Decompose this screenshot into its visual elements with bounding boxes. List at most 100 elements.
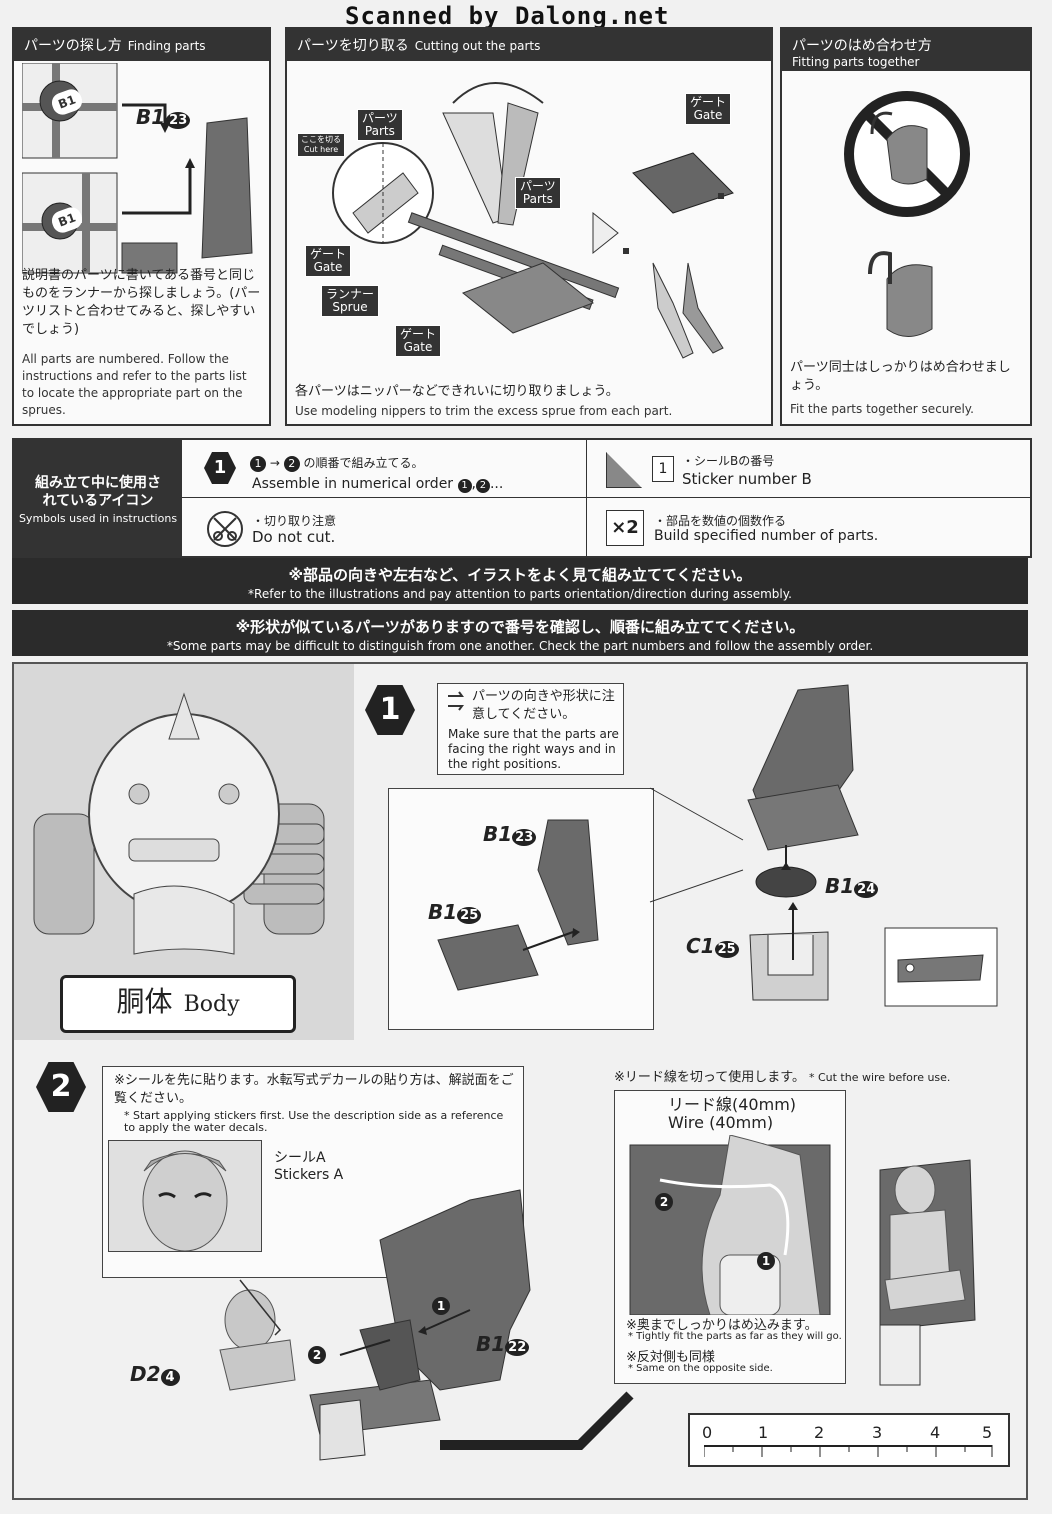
order-hex-icon: 1 [204,452,236,484]
wire-opp-note-en: * Same on the opposite side. [628,1363,773,1374]
finding-desc-en: All parts are numbered. Follow the instr… [22,352,247,417]
seated-figure-drawing [879,1159,976,1386]
step-2-note-jp: ※シールを先に貼ります。水転写式デカールの貼り方は、解説面をご覧ください。 [114,1073,514,1106]
face-sticker-box [108,1140,262,1252]
wire-order-2: 2 [655,1193,673,1211]
fitting-parts-title-en: Fitting parts together [792,55,920,69]
sticker-desc-jp: ・シールBの番号 [682,454,775,468]
sticker-number-box: 1 [652,456,674,482]
fitting-desc-jp: パーツ同士はしっかりはめ合わせましょう。 [790,360,1011,393]
step-1-note-box: パーツの向きや形状に注意してください。 Make sure that the p… [437,683,624,775]
notice-similar-parts-jp: ※形状が似ているパーツがありますので番号を確認し、順番に組み立ててください。 [235,618,805,636]
nocut-desc-en: Do not cut. [252,528,336,546]
icon-legend-divider-v [586,440,587,556]
fitting-illustration [844,91,970,337]
fitting-desc-en: Fit the parts together securely. [790,402,974,416]
multiply-desc-jp: ・部品を数値の個数作る [654,514,787,528]
ruler-tick-4: 4 [930,1423,941,1442]
notice-orientation: ※部品の向きや左右など、イラストをよく見て組み立ててください。 *Refer t… [12,558,1028,604]
multiply-desc-en: Build specified number of parts. [654,528,879,544]
nocut-desc-jp: ・切り取り注意 [252,514,337,528]
ruler-tick-3: 3 [872,1423,883,1442]
notice-similar-parts-en: *Some parts may be difficult to distingu… [166,639,874,653]
body-section-image [14,664,354,1040]
wire-order-1: 1 [757,1252,775,1270]
step-1-number: 1 [365,685,415,735]
order-desc-jp: の順番で組み立てる。 [303,456,424,470]
step-2-order-2: 2 [308,1346,326,1364]
order-sequence: 1 → 2 の順番で組み立てる。 [250,454,424,472]
robot-illustration [33,692,325,955]
ruler-tick-2: 2 [814,1423,825,1442]
sticker-a-label: シールA Stickers A [274,1150,343,1184]
step-1-note-en: Make sure that the parts are facing the … [448,727,619,771]
step-1-note-jp: パーツの向きや形状に注意してください。 [472,689,615,722]
wire-note-en: * Cut the wire before use. [808,1071,951,1084]
order-step-a: 1 [250,456,266,472]
finding-parts-title-jp: パーツの探し方 [24,38,122,54]
finding-parts-title-en: Finding parts [127,39,206,53]
step-2-assembly-drawing [219,1189,531,1461]
step-1-detail-box [388,788,654,1030]
notice-orientation-en: *Refer to the illustrations and pay atte… [248,587,792,601]
ruler-minor-ticks [704,1445,993,1457]
step-2-order-1: 1 [432,1297,450,1315]
step-2-note-en: * Start applying stickers first. Use the… [124,1109,504,1134]
sticker-icon [606,452,642,488]
next-step-arrow [440,1391,634,1450]
wire-label-en: Wire (40mm) [668,1113,774,1132]
body-section-frame [12,662,1028,1500]
cutting-desc-en: Use modeling nippers to trim the excess … [295,404,673,418]
notice-similar-parts: ※形状が似ているパーツがありますので番号を確認し、順番に組み立ててください。 *… [12,610,1028,656]
icon-legend-divider-h [182,497,1030,498]
multiply-icon: ×2 [606,510,644,546]
body-section-title-en: Body [183,992,240,1017]
scissors-icon [207,511,243,547]
cutting-parts-title-en: Cutting out the parts [414,39,541,53]
wire-note-jp: ※リード線を切って使用します。 [614,1070,805,1085]
sticker-a-en: Stickers A [274,1167,344,1183]
finding-desc-jp: 説明書のパーツに書いてある番号と同じものをランナーから探しましょう。(パーツリス… [22,268,261,337]
fitting-parts-panel: パーツのはめ合わせ方 Fitting parts together パーツ同士は… [780,27,1032,426]
icon-legend-header: 組み立て中に使用されているアイコン Symbols used in instru… [14,440,182,556]
scan-watermark: Scanned by Dalong.net [345,2,670,30]
finding-parts-header: パーツの探し方 Finding parts [14,29,269,61]
face-illustration [142,1150,228,1252]
orientation-arrow-icon [448,691,464,711]
order-step-b: 2 [283,456,300,472]
order-desc-en-line: Assemble in numerical order 1,2... [252,476,504,493]
measurement-ruler: 0 1 2 3 4 5 [688,1413,1010,1467]
wire-opp-note-jp: ※反対側も同様 [626,1350,715,1365]
step-1-parts-drawing [437,684,998,1007]
wire-label: リード線(40mm) Wire (40mm) [668,1096,796,1132]
ruler-tick-0: 0 [702,1423,713,1442]
sticker-desc-en: Sticker number B [682,470,812,488]
notice-orientation-jp: ※部品の向きや左右など、イラストをよく見て組み立ててください。 [288,566,752,584]
wire-note: ※リード線を切って使用します。* Cut the wire before use… [614,1066,950,1085]
wire-label-jp: リード線(40mm) [668,1095,797,1114]
fitting-parts-header: パーツのはめ合わせ方 Fitting parts together [782,29,1030,71]
ruler-tick-5: 5 [982,1423,993,1442]
sticker-a-jp: シールA [274,1150,326,1166]
cutting-illustration [332,82,734,359]
wire-fit-note-jp: ※奥までしっかりはめ込みます。 [626,1318,818,1333]
ruler-baseline [704,1445,992,1447]
fitting-parts-title-jp: パーツのはめ合わせ方 [792,38,932,54]
icon-legend-title-en: Symbols used in instructions [18,512,178,525]
